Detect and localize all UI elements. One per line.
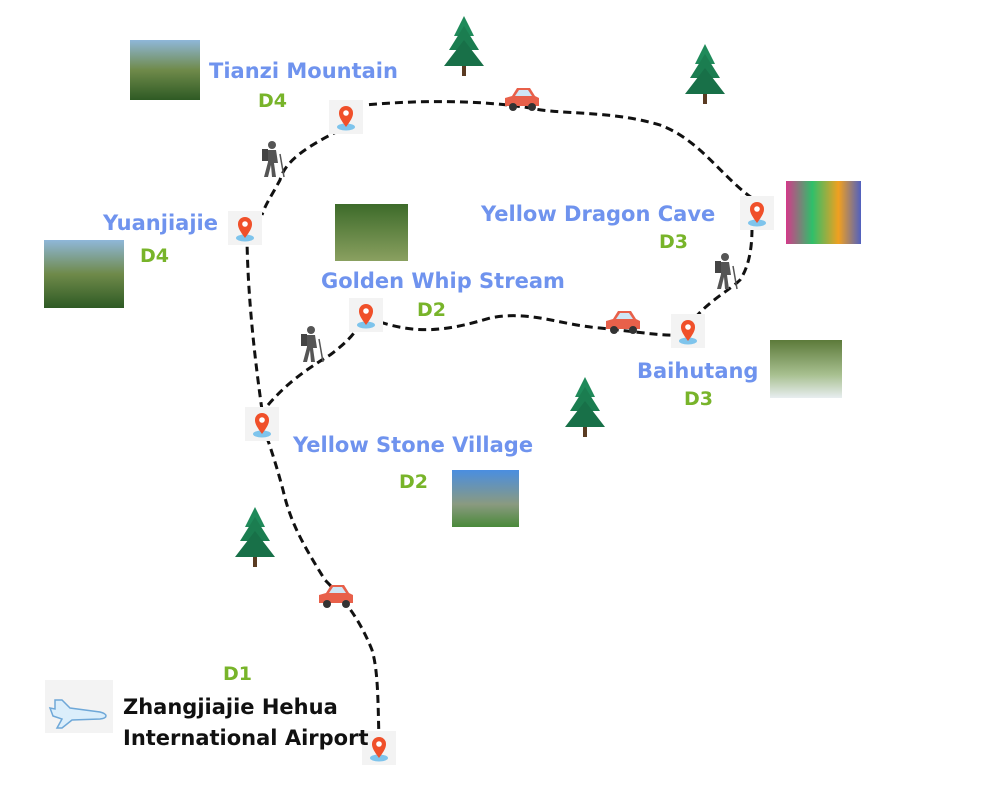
hiker-icon [714, 252, 738, 290]
yellow-dragon-cave-day: D3 [659, 231, 688, 253]
route-golden-whip-to-baihutang [379, 314, 681, 337]
hiker-icon [300, 325, 324, 363]
yellow-dragon-cave-pin[interactable] [740, 196, 774, 230]
tree-icon [685, 44, 725, 104]
route-airport-to-yellow-stone [260, 423, 381, 743]
route-yellow-dragon-to-tianzi [364, 100, 753, 200]
airport-label-line1: Zhangjiajie Hehua [123, 695, 338, 719]
route-yellow-stone-to-golden-whip [266, 317, 364, 406]
car-icon [319, 585, 353, 608]
tianzi-mountain-photo [130, 40, 200, 100]
airport-day: D1 [223, 663, 252, 685]
tree-icon [565, 377, 605, 437]
tree-icon [235, 507, 275, 567]
car-icon [505, 88, 539, 111]
airplane-icon [45, 680, 113, 733]
tianzi-mountain-day: D4 [258, 90, 287, 112]
yellow-stone-village-pin[interactable] [245, 407, 279, 441]
baihutang-pin[interactable] [671, 314, 705, 348]
tree-icon [444, 16, 484, 76]
yellow-stone-village-label: Yellow Stone Village [292, 433, 533, 457]
golden-whip-stream-pin[interactable] [349, 298, 383, 332]
route-yellow-stone-to-yuanjiajie [245, 239, 264, 411]
yuanjiajie-day: D4 [140, 245, 169, 267]
route-lines [245, 100, 754, 743]
yuanjiajie-photo [44, 240, 124, 308]
golden-whip-stream-day: D2 [417, 299, 446, 321]
yuanjiajie-label: Yuanjiajie [102, 211, 218, 235]
route-tianzi-to-yuanjiajie [260, 128, 341, 216]
route-baihutang-to-yellow-dragon [693, 227, 754, 319]
yellow-dragon-cave-photo [786, 181, 861, 244]
yellow-dragon-cave-label: Yellow Dragon Cave [480, 202, 715, 226]
baihutang-photo [770, 340, 842, 398]
yellow-stone-village-day: D2 [399, 471, 428, 493]
hiker-icon [261, 140, 285, 178]
yuanjiajie-pin[interactable] [228, 211, 262, 245]
airport-label-line2: International Airport [123, 726, 368, 750]
baihutang-day: D3 [684, 388, 713, 410]
baihutang-label: Baihutang [637, 359, 758, 383]
golden-whip-stream-photo [335, 204, 408, 261]
car-icon [606, 311, 640, 334]
golden-whip-stream-label: Golden Whip Stream [321, 269, 565, 293]
tianzi-mountain-pin[interactable] [329, 100, 363, 134]
tianzi-mountain-label: Tianzi Mountain [209, 59, 398, 83]
yellow-stone-village-photo [452, 470, 519, 527]
